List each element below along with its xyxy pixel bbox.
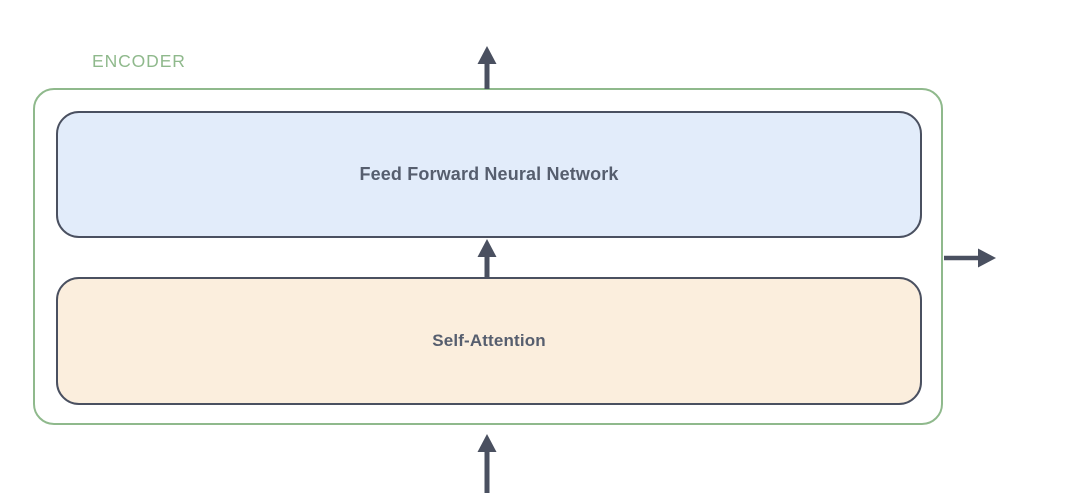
self-attention-box: Self-Attention: [56, 277, 922, 405]
input-arrow-icon: [477, 434, 497, 493]
encoder-container: [33, 88, 943, 425]
output-arrow-top-icon: [477, 46, 497, 89]
output-arrow-right-icon: [944, 248, 996, 268]
feed-forward-box: Feed Forward Neural Network: [56, 111, 922, 238]
encoder-label: ENCODER: [92, 51, 186, 71]
self-attention-label: Self-Attention: [432, 331, 546, 350]
feed-forward-label: Feed Forward Neural Network: [359, 164, 619, 184]
